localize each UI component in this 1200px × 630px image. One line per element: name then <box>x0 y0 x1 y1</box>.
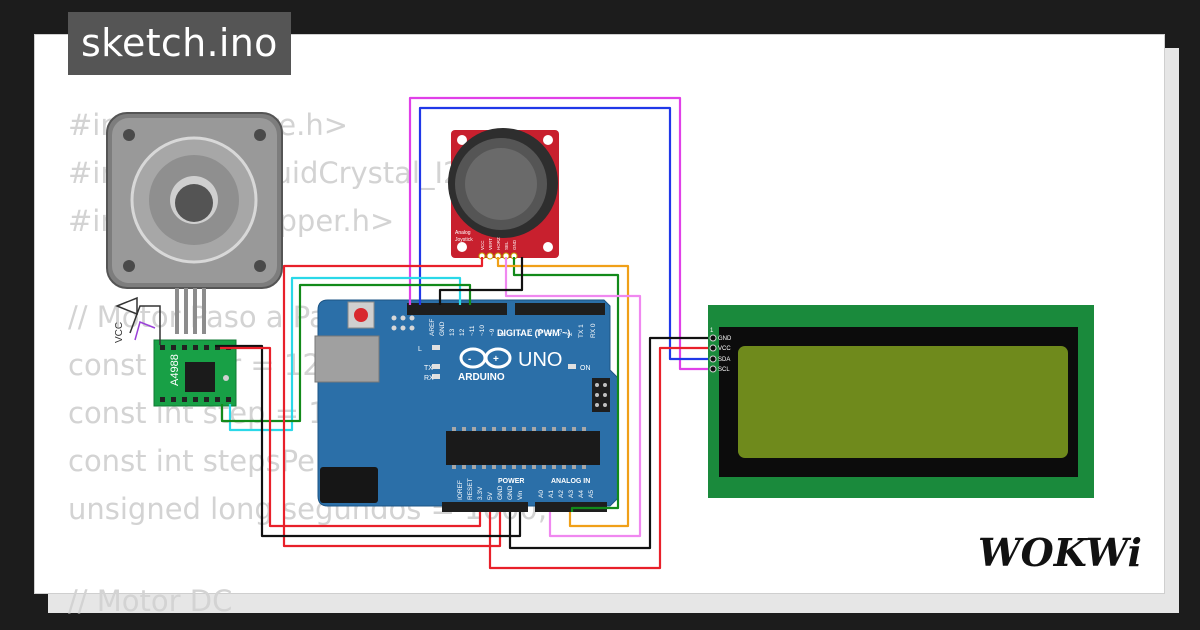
pin-label: 13 <box>449 328 456 336</box>
vcc-arrow-icon <box>114 296 138 316</box>
svg-text:+: + <box>493 354 499 365</box>
joystick-pin-label: SEL <box>504 241 509 250</box>
vcc-arrow-line <box>129 305 161 345</box>
pin-label: ~6 <box>527 328 534 336</box>
pin-label: A2 <box>558 490 565 498</box>
lcd-pin-label: SCL <box>718 367 730 373</box>
power-jack <box>320 467 378 503</box>
svg-text:-: - <box>468 354 471 365</box>
lcd-1602-i2c[interactable]: 1 GND VCC SDA SCL <box>708 305 1094 498</box>
pin-label: 2 <box>567 332 574 336</box>
analog-joystick[interactable]: Analog Joystick VCC VERT HORZ SEL GND <box>448 128 559 260</box>
joystick-pin-label: HORZ <box>496 237 501 250</box>
vcc-label: VCC <box>114 322 125 343</box>
driver-label: A4988 <box>169 354 181 386</box>
pin-label: 5V <box>487 491 494 500</box>
pin-label: A1 <box>548 490 555 498</box>
wire-magenta-scl[interactable] <box>408 96 708 371</box>
joystick-pin-label: VCC <box>480 240 485 250</box>
arduino-uno[interactable]: AREF GND 13 12 ~11 ~10 ~9 8 7 ~6 ~5 4 ~3… <box>314 299 619 512</box>
pin-label: RESET <box>467 478 474 500</box>
pin-label: GND <box>497 485 504 500</box>
pin-label: ~11 <box>469 325 476 336</box>
pin-label: A3 <box>568 490 575 498</box>
pin-label: TX 1 <box>578 324 585 338</box>
reset-button[interactable] <box>354 308 368 322</box>
wire-cyan[interactable] <box>228 276 462 432</box>
arduino-infinity-icon: - + <box>459 347 512 369</box>
atmega-chip <box>446 427 600 469</box>
brand-label: ARDUINO <box>458 372 505 383</box>
code-line: const int stepsPer <box>68 444 327 478</box>
lcd-pin-label: VCC <box>718 346 731 352</box>
wire-green-dir[interactable] <box>220 283 472 423</box>
usb-port <box>314 335 380 383</box>
wire-red-joy-vcc[interactable] <box>282 257 502 548</box>
pin-label: 3.3V <box>477 486 484 500</box>
pin-label: 12 <box>459 328 466 336</box>
joystick-label: Analog <box>455 230 471 236</box>
page-title: sketch.ino <box>68 12 291 75</box>
digital-header-left <box>407 303 507 315</box>
pin-label: Vin <box>517 490 524 500</box>
joystick-pin-label: GND <box>512 239 517 250</box>
pin-label: 8 <box>499 332 506 336</box>
joystick-label: Joystick <box>455 237 473 243</box>
pin-label: AREF <box>429 319 436 336</box>
pin-label: 7 <box>517 332 524 336</box>
lcd-screen <box>738 346 1068 458</box>
lcd-pin-label: GND <box>718 336 732 342</box>
model-label: UNO <box>518 349 562 371</box>
a4988-driver[interactable]: A4988 <box>153 339 237 407</box>
pin-label: GND <box>439 321 446 336</box>
pin-label: 4 <box>547 332 554 336</box>
pin-label: ~9 <box>489 328 496 336</box>
pin-label: A0 <box>538 490 545 498</box>
wire-black-joy-gnd[interactable] <box>438 257 524 305</box>
pin-label: ~10 <box>479 325 486 336</box>
code-line: // Motor DC <box>68 584 233 618</box>
power-label: POWER <box>498 478 524 485</box>
stepper-motor[interactable] <box>106 112 283 334</box>
tx-label: TX <box>424 365 433 372</box>
lcd-pin-index: 1 <box>710 328 714 334</box>
pin-label: IOREF <box>457 480 464 500</box>
on-label: ON <box>580 365 591 372</box>
pin-label: A5 <box>588 490 595 498</box>
analog-label: ANALOG IN <box>551 478 590 485</box>
pin-label: ~5 <box>537 328 544 336</box>
analog-header <box>535 502 607 512</box>
pin-label: A4 <box>578 490 585 498</box>
digital-label: DIGITAL (PWM ~) <box>497 328 570 338</box>
vcc-wire <box>134 320 156 341</box>
power-header <box>442 502 528 512</box>
wire-red-driver-vmot[interactable] <box>220 346 482 528</box>
wire-green-joy[interactable] <box>512 257 620 512</box>
wokwi-logo: WOKWi <box>978 530 1142 575</box>
pin-label: RX 0 <box>590 323 597 338</box>
wire-orange-joy[interactable] <box>496 257 630 528</box>
lcd-pin-label: SDA <box>718 357 730 363</box>
wire-blue-sda[interactable] <box>418 106 708 361</box>
pin-label: ~3 <box>557 328 564 336</box>
wire-red-lcd-vcc[interactable] <box>488 346 708 570</box>
driver-chip <box>185 362 215 392</box>
wire-black-driver-gnd[interactable] <box>215 344 522 538</box>
rx-label: RX <box>424 375 434 382</box>
l-label: L <box>418 346 422 353</box>
pin-label: GND <box>507 485 514 500</box>
joystick-pin-label: VERT <box>488 238 493 250</box>
digital-header-right <box>515 303 605 315</box>
